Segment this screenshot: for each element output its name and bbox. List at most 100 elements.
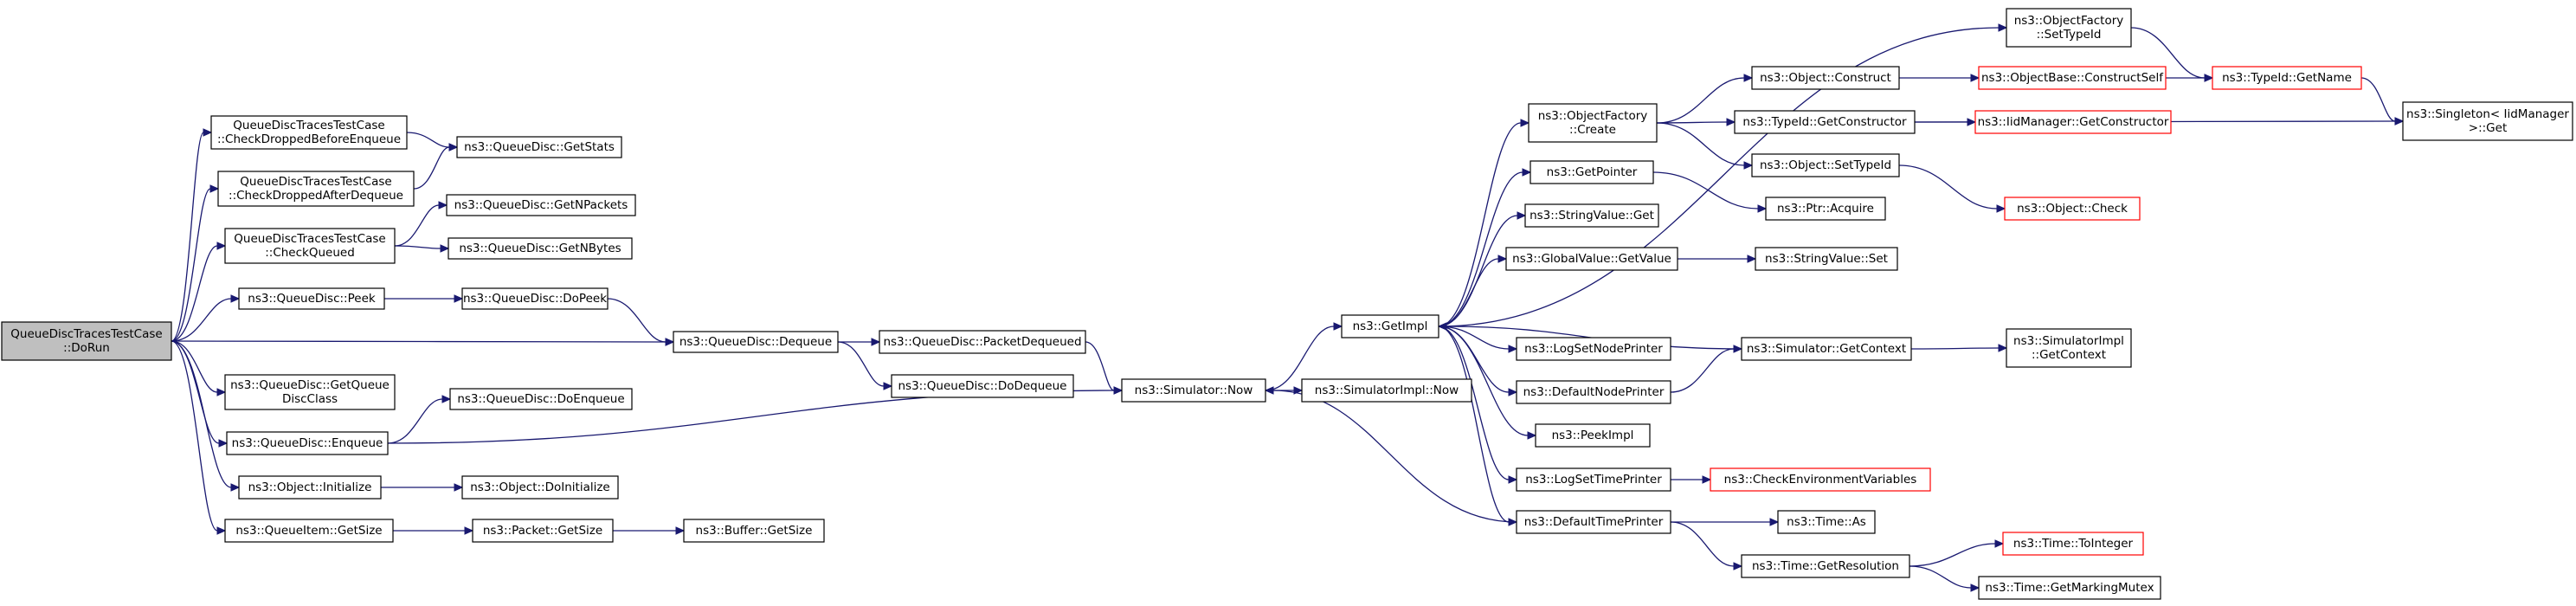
node-tidGetName[interactable]: ns3::TypeId::GetName — [2212, 66, 2362, 90]
node-box — [224, 519, 394, 543]
node-qiGetSize[interactable]: ns3::QueueItem::GetSize — [224, 519, 394, 543]
node-box — [2006, 328, 2132, 368]
node-box — [1516, 467, 1671, 492]
node-logSetNodePrinter[interactable]: ns3::LogSetNodePrinter — [1516, 337, 1671, 361]
node-qdGetNBytes[interactable]: ns3::QueueDisc::GetNBytes — [448, 237, 633, 260]
node-timeToInteger[interactable]: ns3::Time::ToInteger — [2002, 532, 2144, 556]
node-box — [2004, 197, 2141, 221]
node-label: ns3::CheckEnvironmentVariables — [1724, 473, 1917, 487]
node-label: ns3::QueueDisc::DoPeek — [463, 292, 607, 306]
node-objInitialize[interactable]: ns3::Object::Initialize — [238, 475, 382, 500]
node-label: ns3::Ptr::Acquire — [1777, 202, 1874, 216]
edge-chkQueued-to-qdGetNBytes — [394, 244, 450, 253]
node-svSet[interactable]: ns3::StringValue::Set — [1755, 247, 1898, 271]
node-qdDoDequeue[interactable]: ns3::QueueDisc::DoDequeue — [891, 374, 1074, 398]
node-singletonGet[interactable]: ns3::Singleton< IidManager >::Get — [2402, 101, 2573, 141]
node-objSetTypeId[interactable]: ns3::Object::SetTypeId — [1751, 153, 1900, 177]
edge-objInitialize-to-objDoInitialize — [380, 483, 464, 492]
edge-qiGetSize-to-pktGetSize — [393, 526, 474, 535]
node-timeGetMarkingMutex[interactable]: ns3::Time::GetMarkingMutex — [1978, 576, 2161, 600]
node-label: ::Create — [1569, 123, 1616, 137]
node-ptrAcquire[interactable]: ns3::Ptr::Acquire — [1765, 197, 1886, 221]
node-label: ns3::Time::GetMarkingMutex — [1985, 581, 2154, 595]
node-ofCreate[interactable]: ns3::ObjectFactory::Create — [1528, 103, 1658, 143]
node-qdEnqueue[interactable]: ns3::QueueDisc::Enqueue — [226, 431, 389, 455]
edge-ofCreate-to-tidGetConstructor — [1656, 118, 1736, 126]
node-box — [226, 431, 389, 455]
node-getImpl[interactable]: ns3::GetImpl — [1341, 314, 1439, 338]
node-label: ns3::QueueDisc::GetNBytes — [459, 242, 621, 255]
edge-getImpl-to-logSetTimePrinter — [1438, 326, 1518, 484]
edge-root-to-chkDropBefore — [171, 128, 213, 342]
node-box — [472, 519, 614, 543]
node-gvGetValue[interactable]: ns3::GlobalValue::GetValue — [1505, 247, 1678, 271]
node-chkQueued[interactable]: QueueDiscTracesTestCase::CheckQueued — [224, 228, 396, 264]
node-tidGetConstructor[interactable]: ns3::TypeId::GetConstructor — [1734, 110, 1916, 134]
node-box — [446, 194, 636, 216]
node-box — [238, 475, 382, 500]
node-svGet[interactable]: ns3::StringValue::Get — [1524, 203, 1659, 228]
node-box — [224, 228, 396, 264]
node-qdGetNPackets[interactable]: ns3::QueueDisc::GetNPackets — [446, 194, 636, 216]
node-bufGetSize[interactable]: ns3::Buffer::GetSize — [683, 519, 825, 543]
node-simImplGetContext[interactable]: ns3::SimulatorImpl::GetContext — [2006, 328, 2132, 368]
node-box — [1974, 110, 2172, 134]
node-qdPacketDequeued[interactable]: ns3::QueueDisc::PacketDequeued — [879, 330, 1086, 354]
edge-qdEnqueue-to-qdDoEnqueue — [387, 395, 452, 444]
node-label: ns3::Time::As — [1787, 515, 1866, 529]
node-label: ns3::GetPointer — [1547, 165, 1638, 179]
edge-chkDropAfter-to-qdGetStats — [413, 143, 459, 190]
node-label: ns3::ObjectFactory — [2014, 14, 2124, 28]
edge-defaultTimePrinter-to-simNow — [1264, 386, 1517, 523]
edge-qdPacketDequeued-to-simNow — [1085, 341, 1124, 395]
node-box — [456, 136, 622, 158]
node-qdPeek[interactable]: ns3::QueueDisc::Peek — [238, 287, 385, 310]
node-obConstructSelf[interactable]: ns3::ObjectBase::ConstructSelf — [1978, 66, 2167, 90]
node-qdGetStats[interactable]: ns3::QueueDisc::GetStats — [456, 136, 622, 158]
node-box — [1777, 510, 1876, 534]
edge-qdDequeue-to-qdPacketDequeued — [837, 338, 881, 346]
node-qdDoPeek[interactable]: ns3::QueueDisc::DoPeek — [461, 287, 609, 310]
node-checkEnvVars[interactable]: ns3::CheckEnvironmentVariables — [1710, 467, 1931, 492]
node-chkDropBefore[interactable]: QueueDiscTracesTestCase::CheckDroppedBef… — [210, 115, 408, 150]
edge-defaultNodePrinter-to-simGetContext — [1670, 345, 1743, 393]
edge-getImpl-to-defaultTimePrinter — [1438, 326, 1518, 526]
edge-ofCreate-to-objSetTypeId — [1656, 122, 1754, 170]
node-label: ns3::ObjectBase::ConstructSelf — [1981, 71, 2164, 85]
node-label: ns3::QueueDisc::GetNPackets — [454, 198, 628, 212]
node-label: ns3::GetImpl — [1353, 319, 1428, 333]
node-ofSetTypeId[interactable]: ns3::ObjectFactory::SetTypeId — [2006, 8, 2132, 48]
node-defaultTimePrinter[interactable]: ns3::DefaultTimePrinter — [1516, 510, 1671, 534]
node-label: ::CheckQueued — [265, 246, 355, 260]
node-iidGetConstructor[interactable]: ns3::IidManager::GetConstructor — [1974, 110, 2172, 134]
edge-obConstructSelf-to-tidGetName — [2166, 74, 2214, 82]
node-defaultNodePrinter[interactable]: ns3::DefaultNodePrinter — [1516, 380, 1671, 404]
node-box — [1751, 153, 1900, 177]
node-objCheck[interactable]: ns3::Object::Check — [2004, 197, 2141, 221]
node-label: ns3::TypeId::GetConstructor — [1742, 115, 1907, 129]
node-label: ns3::QueueDisc::GetQueue — [230, 378, 390, 392]
edge-logSetTimePrinter-to-checkEnvVars — [1671, 475, 1712, 484]
node-simNow[interactable]: ns3::Simulator::Now — [1121, 378, 1266, 403]
node-label: ns3::DefaultNodePrinter — [1523, 385, 1665, 399]
node-objDoInitialize[interactable]: ns3::Object::DoInitialize — [461, 475, 619, 500]
node-label: ns3::PeekImpl — [1552, 429, 1634, 442]
node-pktGetSize[interactable]: ns3::Packet::GetSize — [472, 519, 614, 543]
node-label: ns3::Object::SetTypeId — [1760, 158, 1891, 172]
node-simGetContext[interactable]: ns3::Simulator::GetContext — [1741, 337, 1912, 361]
edge-getImpl-to-logSetNodePrinter — [1438, 326, 1518, 353]
node-qdDequeue[interactable]: ns3::QueueDisc::Dequeue — [673, 331, 839, 353]
node-simImplNow[interactable]: ns3::SimulatorImpl::Now — [1301, 378, 1472, 403]
node-peekImpl[interactable]: ns3::PeekImpl — [1535, 423, 1651, 448]
node-chkDropAfter[interactable]: QueueDiscTracesTestCase::CheckDroppedAft… — [217, 171, 415, 207]
node-logSetTimePrinter[interactable]: ns3::LogSetTimePrinter — [1516, 467, 1671, 492]
edge-objSetTypeId-to-objCheck — [1898, 164, 2006, 213]
node-qdDoEnqueue[interactable]: ns3::QueueDisc::DoEnqueue — [449, 388, 633, 410]
node-box — [1341, 314, 1439, 338]
node-objConstruct[interactable]: ns3::Object::Construct — [1751, 66, 1900, 90]
node-timeGetResolution[interactable]: ns3::Time::GetResolution — [1741, 554, 1910, 578]
node-label: ns3::QueueDisc::GetStats — [464, 140, 615, 154]
node-timeAs[interactable]: ns3::Time::As — [1777, 510, 1876, 534]
node-getPointer[interactable]: ns3::GetPointer — [1530, 160, 1654, 184]
